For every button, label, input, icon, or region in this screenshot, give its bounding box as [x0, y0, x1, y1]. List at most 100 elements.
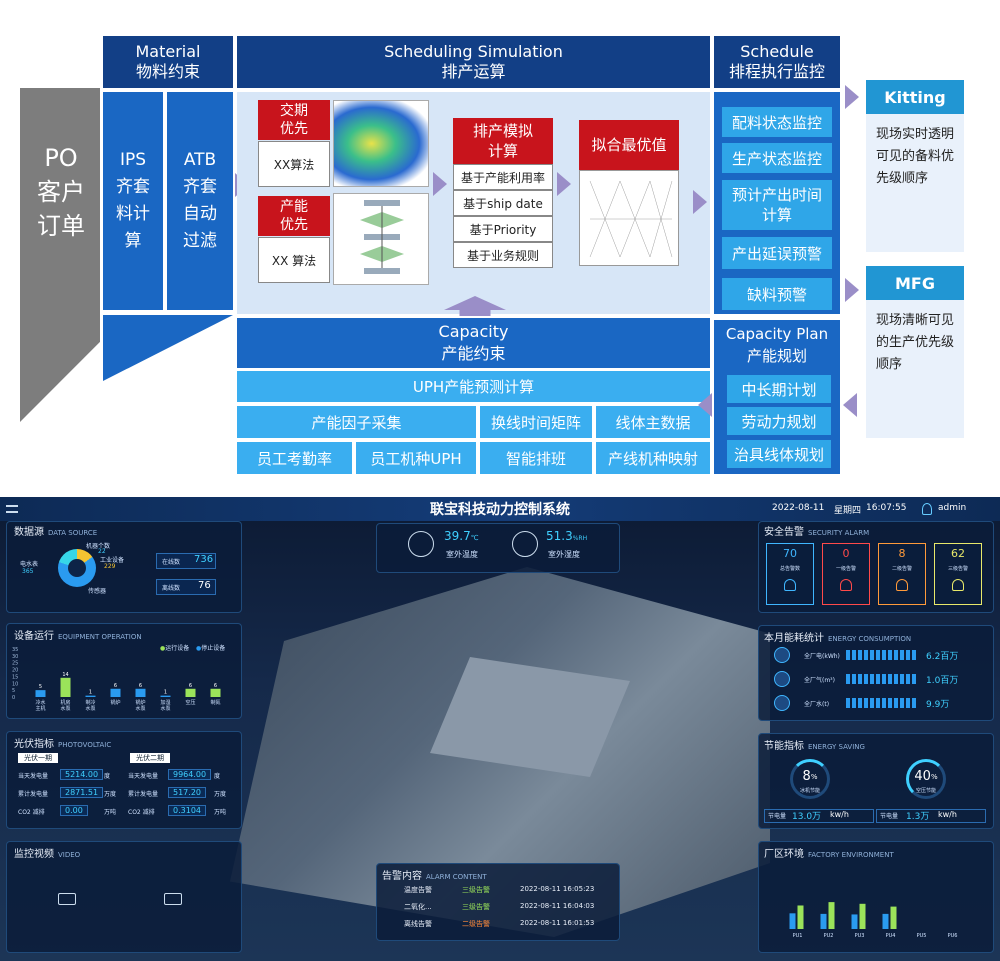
equipment-bar-label: 6 — [214, 683, 217, 689]
equipment-category-label: 空压 — [185, 699, 195, 706]
security-card — [934, 543, 982, 605]
alarm-title: 告警内容 ALARM CONTENT — [382, 867, 487, 882]
algo-box-1: XX算法 — [258, 141, 330, 187]
material-title-en: Material — [135, 42, 201, 61]
env-category-label: PU6 — [948, 933, 958, 939]
equipment-category-label: 水泵 — [135, 705, 145, 712]
equipment-bar — [185, 688, 196, 697]
y-tick-label: 25 — [12, 661, 18, 667]
env-bar-temp — [882, 913, 889, 929]
camera-icon[interactable] — [58, 893, 76, 905]
saving-label-1: 节电量 — [768, 813, 787, 820]
pv-value-phase1: 2871.51 — [60, 787, 104, 798]
pv-row-label: 累计发电量 — [128, 791, 159, 798]
equipment-category-label: 水泵 — [160, 705, 170, 712]
schedule-item-5: 缺料预警 — [722, 278, 832, 310]
equipment-category-label: 锅炉 — [135, 699, 145, 706]
algo-box-2: XX 算法 — [258, 237, 330, 283]
arrow-mfg-to-plan — [843, 393, 857, 417]
donut-chart — [58, 549, 96, 587]
saving-unit-2: kw/h — [938, 810, 957, 819]
y-tick-label: 10 — [12, 681, 18, 687]
mfg-desc: 现场清晰可见 的生产优先级 顺序 — [866, 300, 964, 438]
saving-unit-1: kw/h — [830, 810, 849, 819]
stopped-dot: ● — [196, 645, 202, 652]
arrow-sim-to-optimal — [557, 172, 571, 196]
security-label: 三级告警 — [947, 566, 968, 572]
equipment-category-label: 加湿 — [160, 699, 170, 706]
camera-icon[interactable] — [164, 893, 182, 905]
alarm-level: 三级告警 — [462, 903, 490, 911]
material-title-cn: 物料约束 — [135, 62, 200, 81]
data-source-title-cn: 数据源 — [14, 527, 44, 538]
online-box — [156, 553, 216, 569]
pv-row-label: 当天发电量 — [18, 773, 49, 780]
equipment-bar-label: 6 — [189, 683, 192, 689]
saving-label-2: 节电量 — [880, 813, 899, 820]
energy-bar — [846, 674, 916, 684]
bell-icon — [896, 579, 908, 591]
legend-machine: 机器个数 — [86, 543, 111, 550]
alarm-panel — [376, 863, 620, 941]
gauge-compressor-number: 40 — [914, 769, 931, 784]
menu-icon[interactable] — [6, 505, 18, 513]
security-card — [822, 543, 870, 605]
thermometer-icon — [408, 531, 434, 557]
equipment-bar — [35, 690, 46, 697]
pv-value-phase1: 5214.00 — [60, 769, 104, 780]
y-tick-label: 35 — [12, 647, 18, 653]
kitting-header: Kitting — [866, 80, 964, 114]
equipment-title-en: EQUIPMENT OPERATION — [58, 633, 142, 641]
offline-value: 76 — [198, 580, 211, 591]
equipment-bar — [135, 688, 146, 697]
gauge-chiller-label: 冰机节能 — [799, 788, 820, 794]
env-category-label: PU2 — [824, 933, 834, 939]
dash-user[interactable]: admin — [938, 503, 967, 513]
pv-phase2-tab[interactable]: 光伏二期 — [130, 753, 170, 763]
dash-date: 2022-08-11 — [772, 503, 825, 513]
env-category-label: PU3 — [855, 933, 865, 939]
alarm-title-en: ALARM CONTENT — [426, 873, 487, 881]
equipment-title-cn: 设备运行 — [14, 631, 54, 642]
equipment-bar-chart: 353025201510505冷水主机14机房水泵1制冷水泵6锅炉6锅炉水泵1加… — [12, 647, 221, 712]
factory-center-roof — [430, 657, 630, 777]
sim-item-2: 基于ship date — [453, 190, 553, 216]
sim-title-box: 排产模拟 计算 — [453, 118, 553, 164]
pv-phase1-tab[interactable]: 光伏一期 — [18, 753, 58, 763]
online-value: 736 — [194, 554, 214, 565]
equipment-bar — [60, 677, 71, 697]
capacity-plan-title-en: Capacity Plan — [725, 325, 829, 343]
online-label: 在线数 — [162, 559, 181, 566]
equipment-title: 设备运行 EQUIPMENT OPERATION — [14, 627, 142, 642]
alarm-level: 二级告警 — [462, 920, 490, 928]
energy-label: 全厂水(t) — [804, 701, 830, 708]
security-count: 70 — [783, 547, 797, 560]
video-title-en: VIDEO — [58, 851, 81, 859]
security-card — [766, 543, 814, 605]
energy-icon — [774, 671, 790, 687]
alarm-name: 二氧化... — [404, 903, 432, 911]
dashboard: 联宝科技动力控制系统 2022-08-11 星期四 16:07:55 admin… — [0, 497, 1000, 961]
equipment-category-label: 主机 — [35, 705, 45, 712]
env-bar-humidity — [859, 903, 866, 929]
equipment-category-label: 制氮 — [210, 699, 220, 706]
schedule-item-1: 配料状态监控 — [722, 107, 832, 137]
schedule-title-cn: 排程执行监控 — [728, 62, 825, 81]
alarm-title-cn: 告警内容 — [382, 871, 422, 882]
offline-box — [156, 579, 216, 595]
gauge-chiller-pct: % — [810, 772, 818, 781]
equipment-bar-label: 14 — [62, 672, 68, 678]
dash-weekday: 星期四 — [834, 506, 862, 516]
pv-title-en: PHOTOVOLTAIC — [58, 741, 112, 749]
energy-bar — [846, 650, 916, 660]
equipment-bar-label: 1 — [164, 690, 167, 696]
equipment-category-label: 制冷 — [85, 699, 95, 706]
user-icon[interactable] — [922, 503, 932, 515]
security-count: 0 — [842, 547, 850, 560]
uph-calc-box: UPH产能预测计算 — [237, 371, 710, 402]
arrow-plan-to-capacity — [698, 393, 712, 417]
